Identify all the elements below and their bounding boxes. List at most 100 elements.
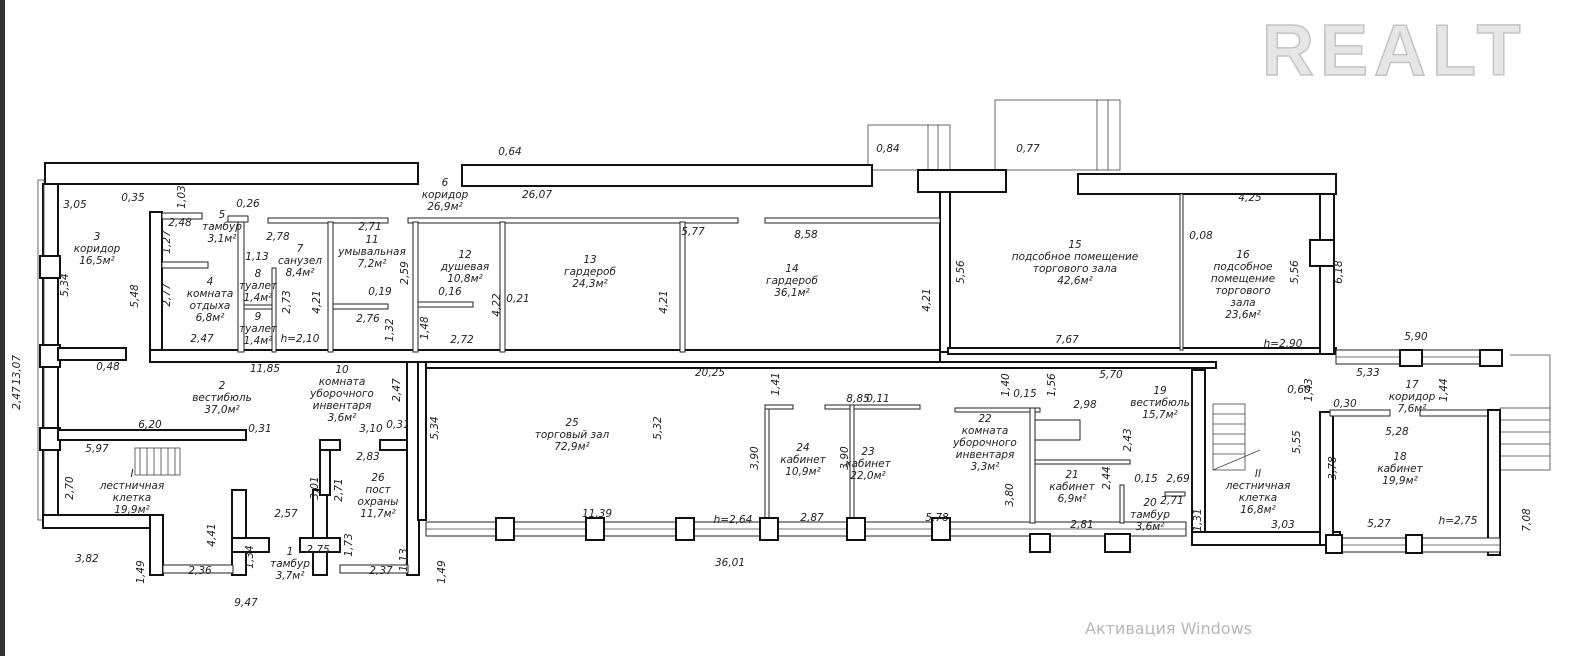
room-area: 1,4м² (244, 335, 274, 347)
room-area: 3,7м² (276, 570, 306, 582)
room-area: 1,4м² (244, 292, 274, 304)
room-number: 17 (1405, 379, 1419, 391)
room-area: 22,0м² (850, 470, 886, 482)
room-area: 15,7м² (1142, 409, 1178, 421)
dimension-label: 5,56 (1289, 260, 1301, 284)
dimension-label: h=2,10 (281, 333, 320, 345)
dimension-label: 3,78 (1327, 456, 1339, 480)
room-name: коридор (74, 243, 121, 255)
dimension-label: 3,01 (309, 476, 321, 499)
dimension-label: 0,77 (1016, 143, 1040, 155)
room-area: 19,9м² (1382, 475, 1418, 487)
room-area: 3,6м² (1136, 521, 1166, 533)
room-area: 42,6м² (1057, 275, 1093, 287)
room-number: 23 (861, 446, 874, 458)
realt-watermark-logo: REALT (1261, 10, 1527, 92)
dimension-label: 2,73 (281, 290, 293, 313)
dimension-label: 6,18 (1333, 260, 1345, 284)
dimension-label: 4,21 (921, 288, 933, 311)
dimension-label: 0,15 (1013, 388, 1037, 400)
room-number: 16 (1236, 249, 1250, 261)
room-name: торговый зал (535, 429, 610, 441)
dimension-label: 2,78 (266, 231, 290, 243)
dimension-label: 1,34 (244, 545, 256, 568)
dimension-label: 5,77 (681, 226, 705, 238)
dimension-label: 1,44 (1438, 378, 1450, 401)
dimension-label: 4,25 (1238, 192, 1262, 204)
room-name: охраны (358, 496, 399, 508)
dimension-label: 2,71 (333, 478, 345, 501)
room-number: 2 (219, 380, 226, 392)
room-area: 6,8м² (196, 312, 226, 324)
room-name: подсобное (1214, 261, 1273, 273)
room-number: 5 (219, 209, 226, 221)
dimension-label: 13,07 (11, 355, 23, 385)
dimension-label: 5,48 (129, 284, 141, 308)
dimension-label: 5,78 (925, 512, 949, 524)
dimension-label: 1,13 (398, 548, 410, 571)
room-number: 18 (1393, 451, 1407, 463)
dimension-label: 2,44 (1101, 466, 1113, 489)
dimension-label: 3,05 (63, 199, 87, 211)
dimension-label: 5,32 (652, 416, 664, 440)
exterior-structures (867, 99, 1551, 471)
room-number: 10 (335, 364, 349, 376)
walls (37, 162, 1503, 576)
room-number: 4 (207, 276, 214, 288)
room-name: уборочного (952, 437, 1017, 449)
room-name: подсобное помещение (1012, 251, 1138, 263)
dimension-label: 9,47 (234, 597, 258, 609)
dimension-label: 26,07 (522, 189, 552, 201)
dimension-label: 6,20 (138, 419, 162, 431)
room-name: тамбур (270, 558, 310, 570)
dimension-label: 0,15 (1134, 473, 1158, 485)
dimension-label: 0,35 (121, 192, 145, 204)
room-number: 7 (297, 243, 304, 255)
room-area: 3,3м² (971, 461, 1001, 473)
dimension-label: 0,31 (386, 419, 409, 431)
dimension-label: 11,85 (250, 363, 280, 375)
room-number: I (130, 468, 133, 480)
room-area: 8,4м² (286, 267, 316, 279)
room-number: 6 (442, 177, 449, 189)
room-area: 7,6м² (1398, 403, 1428, 415)
room-name: комната (187, 288, 234, 300)
dimension-label: 5,90 (1404, 331, 1428, 343)
dimension-label: 5,97 (85, 443, 109, 455)
dimension-label: 5,56 (955, 260, 967, 284)
room-name: комната (962, 425, 1009, 437)
room-name: умывальная (337, 246, 406, 258)
room-area: 23,6м² (1225, 309, 1261, 321)
room-name: уборочного (309, 388, 374, 400)
dimension-label: 2,47 (11, 386, 23, 410)
room-name: торгового зала (1033, 263, 1117, 275)
dimension-label: 2,47 (190, 333, 214, 345)
room-name: отдыха (190, 300, 231, 312)
dimension-label: 1,40 (1000, 373, 1012, 397)
dimension-label: 3,10 (359, 423, 383, 435)
room-name: туалет (239, 280, 278, 292)
room-number: 14 (785, 263, 798, 275)
room-name: зала (1230, 297, 1255, 309)
room-name: кабинет (845, 458, 891, 470)
dimension-label: 5,33 (1356, 367, 1379, 379)
dimension-label: 1,49 (135, 560, 147, 584)
room-name: вестибюль (192, 392, 252, 404)
room-area: 6,9м² (1058, 493, 1088, 505)
dimension-label: 5,28 (1385, 426, 1409, 438)
windows-activation-notice: Активация Windows (1085, 619, 1252, 638)
room-name: санузел (278, 255, 322, 267)
dimension-label: 2,76 (356, 313, 380, 325)
